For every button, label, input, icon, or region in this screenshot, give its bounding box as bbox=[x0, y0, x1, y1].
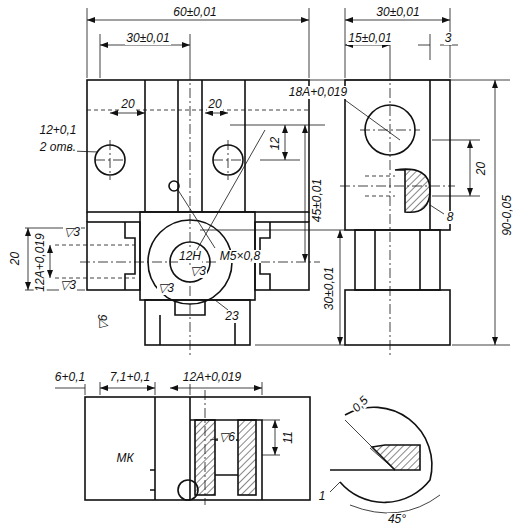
dimension-label: 7,1+0,1 bbox=[109, 371, 151, 384]
dimension-label: 12+0,1 bbox=[38, 124, 77, 137]
dimension-label: 30±0,01 bbox=[375, 6, 420, 19]
dimension-label: МК bbox=[115, 452, 134, 465]
dimension-label: 2 отв. bbox=[39, 141, 77, 154]
dimension-label: 30±0,01 bbox=[323, 265, 336, 310]
dimension-label: 8 bbox=[446, 211, 455, 224]
dimension-label: 12А+0,019 bbox=[182, 371, 242, 384]
dimension-label: ▽3 bbox=[63, 226, 81, 239]
dimension-label: 1 bbox=[318, 490, 327, 503]
dimension-label: ▽3 bbox=[59, 279, 77, 292]
dimension-label: 18А+0,019 bbox=[288, 86, 348, 99]
dimension-label: 12А+0,019 bbox=[33, 232, 46, 292]
dimension-label: 6+0,1 bbox=[54, 371, 86, 384]
dimension-label: 20 bbox=[9, 250, 22, 265]
dimension-label: 11 bbox=[282, 430, 295, 444]
dimension-label: 30±0,01 bbox=[125, 32, 170, 45]
dimension-label: 15±0,01 bbox=[347, 32, 392, 45]
dimension-label: 23 bbox=[224, 310, 239, 323]
dimension-label: 60±0,01 bbox=[172, 6, 217, 19]
dimension-label: 20 bbox=[475, 160, 488, 175]
dimension-label: 12 bbox=[269, 135, 282, 150]
dimension-label: 12Н bbox=[178, 250, 202, 263]
dimension-label: 90-0,05 bbox=[500, 194, 513, 237]
dimension-label: 3 bbox=[444, 32, 453, 45]
dimension-label: 20 bbox=[207, 98, 222, 111]
dimension-label: ▽6 bbox=[218, 431, 236, 444]
dimension-label: ▽6 bbox=[98, 313, 111, 331]
dimension-label: 45±0,01 bbox=[311, 177, 324, 222]
dimension-label: ▽3 bbox=[189, 265, 207, 278]
dimension-label: М5×0,8 bbox=[219, 250, 261, 263]
dimension-label: ▽3 bbox=[157, 282, 175, 295]
dimension-label: 20 bbox=[120, 98, 135, 111]
dimension-label: 45° bbox=[387, 513, 407, 526]
